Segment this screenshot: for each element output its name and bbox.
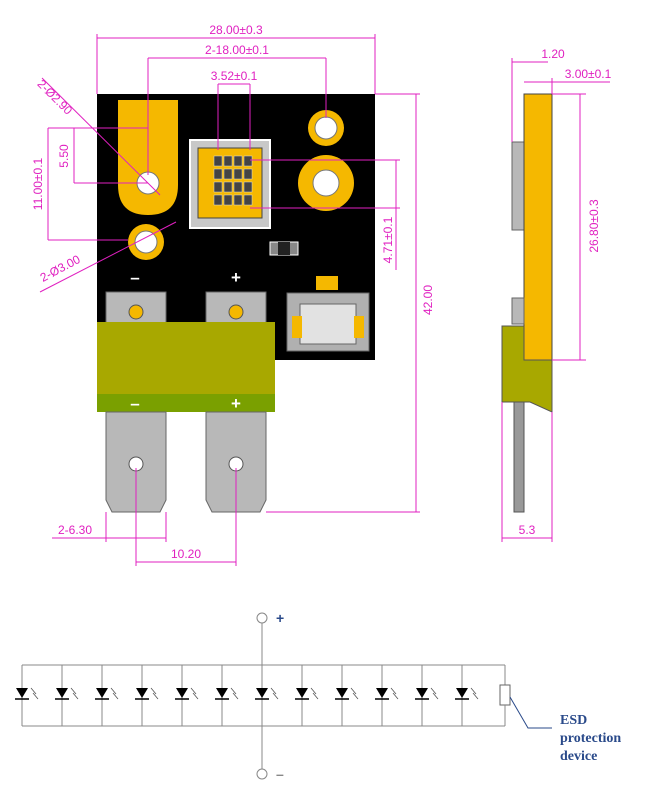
connector-socket — [299, 303, 357, 345]
side-board — [523, 93, 553, 361]
smd-body — [278, 242, 290, 255]
mount-hole-right — [312, 169, 340, 197]
led-cell — [233, 181, 243, 193]
dim-pad-spacing: 2-18.00±0.1 — [205, 43, 269, 57]
dim-side-300: 3.00±0.1 — [565, 67, 612, 81]
led-cell — [223, 168, 233, 180]
dim-hole-large: 2-Ø3.00 — [38, 252, 83, 285]
esd-device — [499, 684, 511, 706]
led-diode — [215, 665, 239, 726]
led-diode — [175, 665, 199, 726]
led-cell — [213, 155, 223, 167]
dim-hole-small: 2-Ø2.90 — [35, 77, 76, 118]
led-diode — [255, 665, 279, 726]
terminal-block — [97, 322, 275, 394]
dim-550: 5.50 — [57, 144, 71, 168]
esd-label-2: protection — [560, 731, 621, 746]
minus-terminal — [256, 768, 268, 780]
connector-pins — [316, 276, 338, 290]
led-cell — [243, 181, 253, 193]
led-cell — [223, 194, 233, 206]
side-led-package — [511, 141, 525, 231]
dim-side-height: 26.80±0.3 — [587, 199, 601, 253]
dim-terminal-pitch: 10.20 — [171, 547, 201, 561]
led-cell — [243, 194, 253, 206]
board-minus-label: – — [130, 268, 139, 287]
hole-top-right — [314, 116, 338, 140]
side-view: 1.20 3.00±0.1 26.80±0.3 5.3 — [501, 47, 612, 542]
led-diode — [295, 665, 319, 726]
led-cell — [213, 194, 223, 206]
led-string — [15, 665, 479, 726]
dim-side-53: 5.3 — [519, 523, 536, 537]
front-view: – + – + 28.00±0.3 2-18.00±0.1 3.52±0.1 2… — [31, 23, 435, 566]
dim-side-120: 1.20 — [541, 47, 565, 61]
connector-latch-left — [292, 316, 302, 338]
terminal-screw-plus — [228, 304, 244, 320]
led-cell — [233, 155, 243, 167]
led-cell — [223, 155, 233, 167]
led-cell — [233, 194, 243, 206]
side-blade — [513, 401, 525, 513]
led-array — [213, 155, 253, 206]
led-cell — [233, 168, 243, 180]
connector-latch-right — [354, 316, 364, 338]
block-plus-label: + — [231, 394, 241, 413]
led-cell — [213, 181, 223, 193]
hole-bottom-left — [134, 230, 158, 254]
side-terminal-block — [501, 325, 553, 413]
dim-chip-width: 3.52±0.1 — [211, 69, 258, 83]
led-cell — [223, 181, 233, 193]
led-diode — [95, 665, 119, 726]
led-diode — [335, 665, 359, 726]
side-connector — [511, 297, 525, 325]
led-diode — [55, 665, 79, 726]
led-diode — [415, 665, 439, 726]
schematic-plus-label: + — [276, 610, 284, 626]
led-cell — [243, 168, 253, 180]
esd-label-3: device — [560, 749, 597, 764]
plus-terminal — [256, 612, 268, 624]
led-diode — [135, 665, 159, 726]
led-diode — [15, 665, 39, 726]
led-diode — [455, 665, 479, 726]
dim-terminal-width: 2-6.30 — [58, 523, 92, 537]
led-cell — [213, 168, 223, 180]
led-schematic: + – ESD protection device — [15, 610, 621, 782]
esd-leader — [509, 696, 552, 729]
dim-height-total: 42.00 — [421, 285, 435, 315]
esd-label-1: ESD — [560, 713, 587, 728]
dim-width-total: 28.00±0.3 — [209, 23, 263, 37]
terminal-screw-minus — [128, 304, 144, 320]
led-diode — [375, 665, 399, 726]
led-cell — [243, 155, 253, 167]
terminal-block-strip — [97, 394, 275, 412]
board-plus-label: + — [231, 268, 241, 287]
dim-471: 4.71±0.1 — [381, 216, 395, 263]
schematic-minus-label: – — [276, 766, 284, 782]
dim-1100: 11.00±0.1 — [31, 157, 45, 210]
block-minus-label: – — [130, 394, 139, 413]
